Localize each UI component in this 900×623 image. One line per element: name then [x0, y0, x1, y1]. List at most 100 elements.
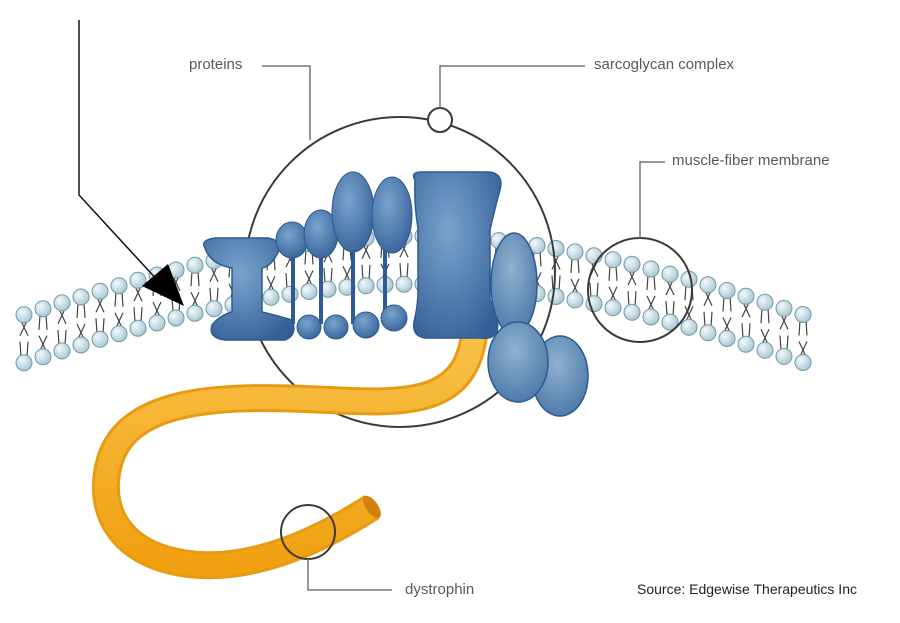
lipid-head: [756, 293, 774, 311]
lipid-head: [623, 303, 641, 321]
lipid-tail: [684, 306, 693, 322]
lipid-head: [623, 255, 641, 273]
sarcoglycan-complex-label: sarcoglycan complex: [594, 56, 735, 73]
lipid-tail: [571, 278, 580, 295]
lipid-tail: [342, 266, 351, 282]
lipid-tail: [190, 291, 199, 308]
lipid-tail: [596, 282, 599, 298]
lipid-head: [148, 314, 166, 332]
lipid-tail: [216, 287, 219, 303]
lipid-tail: [703, 290, 712, 307]
lipid-head: [281, 285, 299, 303]
lipid-head: [53, 342, 71, 360]
lipid-tail: [779, 314, 788, 330]
lipid-head: [604, 251, 622, 269]
lipid-tail: [114, 291, 117, 307]
lipid-tail: [710, 311, 713, 327]
lipid-head: [34, 300, 52, 318]
lipid-tail: [197, 271, 200, 287]
dystrophin-label: dystrophin: [405, 581, 475, 598]
lipid-tail: [539, 251, 542, 267]
lipid-tail: [627, 270, 636, 286]
lipid-tail: [627, 291, 630, 307]
lipid-head: [15, 306, 33, 324]
lipid-head: [72, 288, 90, 306]
lipid-tail: [368, 264, 371, 280]
lipid-tail: [361, 243, 370, 260]
protein-large-block: [412, 171, 502, 340]
lipid-head: [718, 282, 736, 299]
lipid-head: [794, 354, 812, 371]
lipid-tail: [634, 291, 637, 307]
lipid-tail: [608, 286, 617, 303]
lipid-head: [566, 291, 584, 309]
lipid-head: [72, 336, 90, 354]
lipid-tail: [608, 265, 611, 281]
lipid-tail: [76, 323, 85, 340]
lipid-tail: [45, 314, 48, 330]
lipid-head: [91, 282, 109, 300]
lipid-head: [661, 265, 679, 283]
lipid-head: [167, 309, 185, 327]
lipid-tail: [760, 308, 763, 324]
lipid-tail: [58, 308, 67, 325]
lipid-tail: [741, 302, 750, 318]
lipid-tail: [684, 285, 687, 301]
lipid-tail: [330, 268, 333, 284]
lipid-tail: [798, 320, 801, 336]
lipid-tail: [609, 286, 618, 303]
lipid-tail: [304, 249, 307, 265]
lipid-tail: [133, 285, 142, 302]
lipid-head: [756, 341, 774, 359]
lipid-tail: [209, 266, 218, 283]
lipid-tail: [114, 312, 123, 328]
lipid-tail: [780, 314, 789, 330]
protein-lower-pair: [487, 321, 589, 417]
lipid-tail: [558, 275, 561, 291]
lipid-tail: [285, 273, 288, 289]
lipid-tail: [665, 279, 674, 296]
lipid-tail: [647, 295, 656, 312]
proteins-leader-line: [262, 65, 311, 140]
lipid-tail: [95, 318, 98, 334]
proteins-label: proteins: [189, 56, 243, 73]
lipid-head: [775, 347, 793, 365]
dystrophin-rod: [92, 320, 489, 580]
dystrophin-end-cap: [363, 495, 381, 519]
lipid-tail: [267, 276, 276, 292]
lipid-tail: [551, 275, 554, 291]
lipid-head: [604, 299, 622, 317]
lipid-tail: [742, 302, 751, 318]
lipid-head: [91, 330, 109, 348]
lipid-tail: [64, 329, 67, 345]
lipid-tail: [722, 296, 725, 312]
lipid-tail: [615, 265, 618, 281]
lipid-tail: [729, 296, 732, 312]
lipid-tail: [134, 285, 143, 302]
protein-lollipop-group: [275, 171, 413, 340]
lipid-tail: [38, 335, 47, 352]
lipid-tail: [266, 276, 275, 292]
lipid-head: [262, 288, 280, 306]
lipid-head: [300, 283, 318, 300]
lipid-tail: [722, 317, 731, 333]
lipid-head: [186, 256, 204, 274]
protein-i-shaped: [203, 237, 295, 341]
lipid-tail: [26, 341, 29, 357]
lipid-tail: [57, 329, 60, 345]
lipid-head: [566, 243, 584, 261]
lipid-tail: [798, 341, 807, 357]
lipid-tail: [102, 318, 105, 334]
lipid-head: [661, 313, 679, 331]
lipid-tail: [741, 323, 744, 339]
lipid-tail: [665, 301, 668, 317]
lipid-head: [547, 288, 565, 305]
lipid-tail: [190, 271, 193, 287]
lipid-tail: [361, 264, 364, 280]
lipid-tail: [95, 297, 104, 313]
protein-tall-ellipse: [490, 232, 538, 336]
lipid-tail: [140, 307, 143, 323]
lipid-head: [110, 325, 128, 343]
lipid-head: [357, 277, 375, 295]
lipid-tail: [685, 306, 694, 322]
